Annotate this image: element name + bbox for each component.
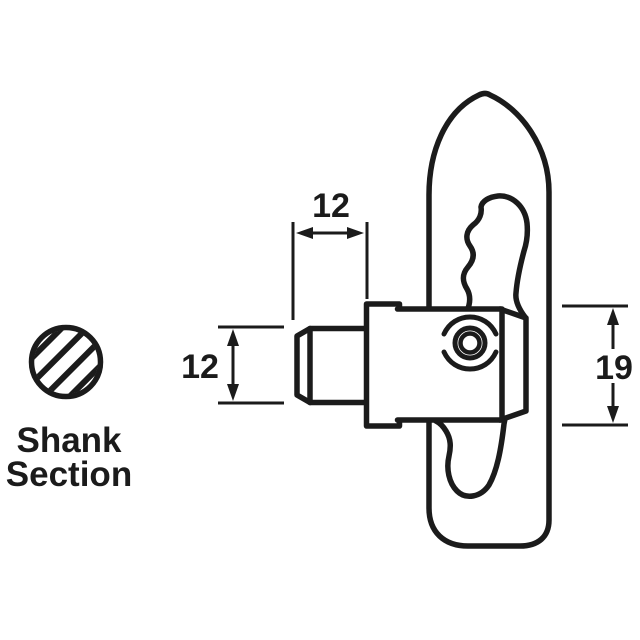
arrowhead-right: [347, 227, 364, 239]
dimension-value: 12: [181, 348, 219, 386]
screw-head-inner-circle: [458, 331, 482, 355]
housing-body-fill: [372, 307, 500, 418]
hatch-line: [34, 330, 94, 390]
spindle-shank: [294, 325, 375, 406]
arrowhead-up: [227, 329, 239, 346]
dimension-body-height: 19: [562, 304, 633, 427]
shank-section-label-line2: Section: [6, 455, 132, 494]
arrowhead-down: [227, 384, 239, 401]
dimension-shank-height: 12: [181, 325, 284, 405]
housing-body-outline: [394, 306, 505, 423]
screw-washer-bottom-arc: [441, 349, 499, 372]
hatch-line: [34, 330, 81, 377]
arrowhead-up: [607, 308, 619, 325]
fixing-screw: [441, 314, 499, 372]
hatch-line: [38, 334, 98, 394]
hatch-lines: [34, 330, 98, 394]
shank-cross-section-symbol: [28, 324, 104, 400]
shank-section-label-line1: Shank: [16, 421, 122, 460]
dimension-value: 19: [595, 349, 633, 387]
arrowhead-down: [607, 406, 619, 423]
shank-cross-section-circle: [28, 324, 104, 400]
arrowhead-left: [296, 227, 313, 239]
spindle-shank-outline: [294, 325, 375, 406]
screw-washer-top-arc: [441, 314, 499, 337]
hatch-line: [51, 347, 98, 394]
dimension-value: 12: [312, 187, 350, 225]
dimension-shank-length: 12: [291, 187, 369, 320]
shank-section-label: Shank Section: [6, 421, 132, 494]
